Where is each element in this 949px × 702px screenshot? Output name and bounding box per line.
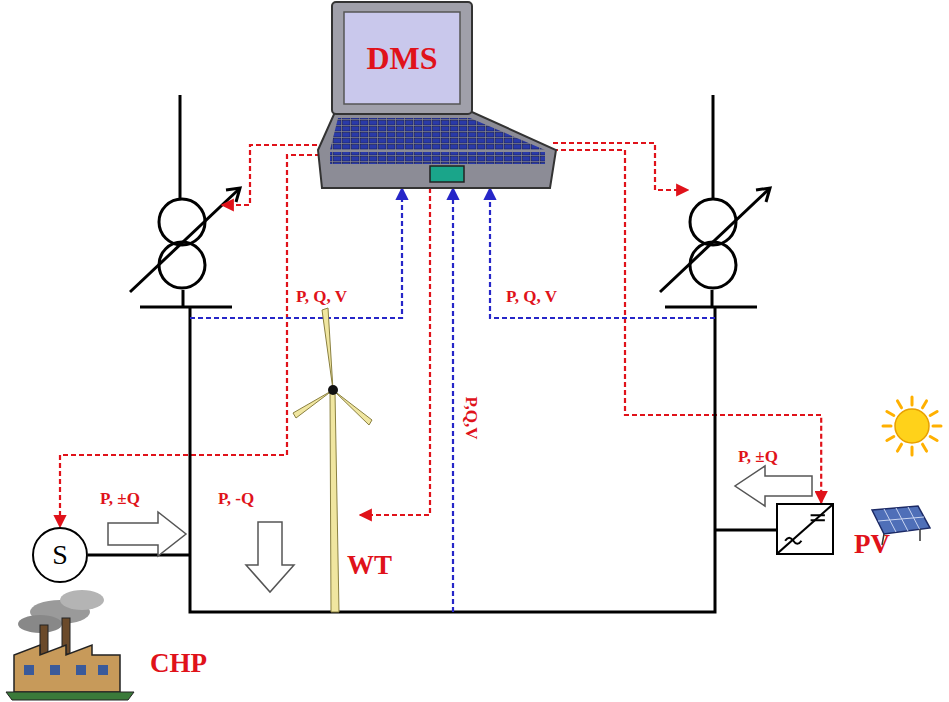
signal-label: P, ±Q bbox=[738, 448, 778, 465]
laptop-icon bbox=[318, 2, 556, 188]
laptop-screen: DMS bbox=[344, 12, 460, 104]
node-label: DMS bbox=[366, 42, 437, 74]
component-label: WT bbox=[347, 552, 392, 579]
signal-label: P, Q, V bbox=[506, 288, 557, 305]
power-arrow bbox=[108, 466, 812, 592]
transformer-symbol bbox=[130, 188, 770, 292]
control-lines bbox=[222, 143, 688, 515]
measurement-lines bbox=[190, 188, 715, 612]
network-lines bbox=[88, 95, 776, 612]
chp-plant-icon bbox=[6, 590, 134, 700]
signal-label: P, -Q bbox=[218, 490, 254, 507]
source-circle: S bbox=[32, 527, 88, 583]
component-label: CHP bbox=[150, 650, 207, 677]
signal-label: P, ±Q bbox=[100, 490, 140, 507]
node-label: S bbox=[52, 541, 68, 569]
signal-label: P, Q, V bbox=[296, 288, 347, 305]
inverter-symbol bbox=[778, 505, 832, 553]
control-connector bbox=[553, 150, 821, 503]
node-label: PV bbox=[854, 531, 890, 558]
signal-label: P,Q,V bbox=[463, 397, 480, 440]
sun-icon bbox=[883, 397, 941, 455]
inverter-box: PV bbox=[776, 503, 834, 555]
